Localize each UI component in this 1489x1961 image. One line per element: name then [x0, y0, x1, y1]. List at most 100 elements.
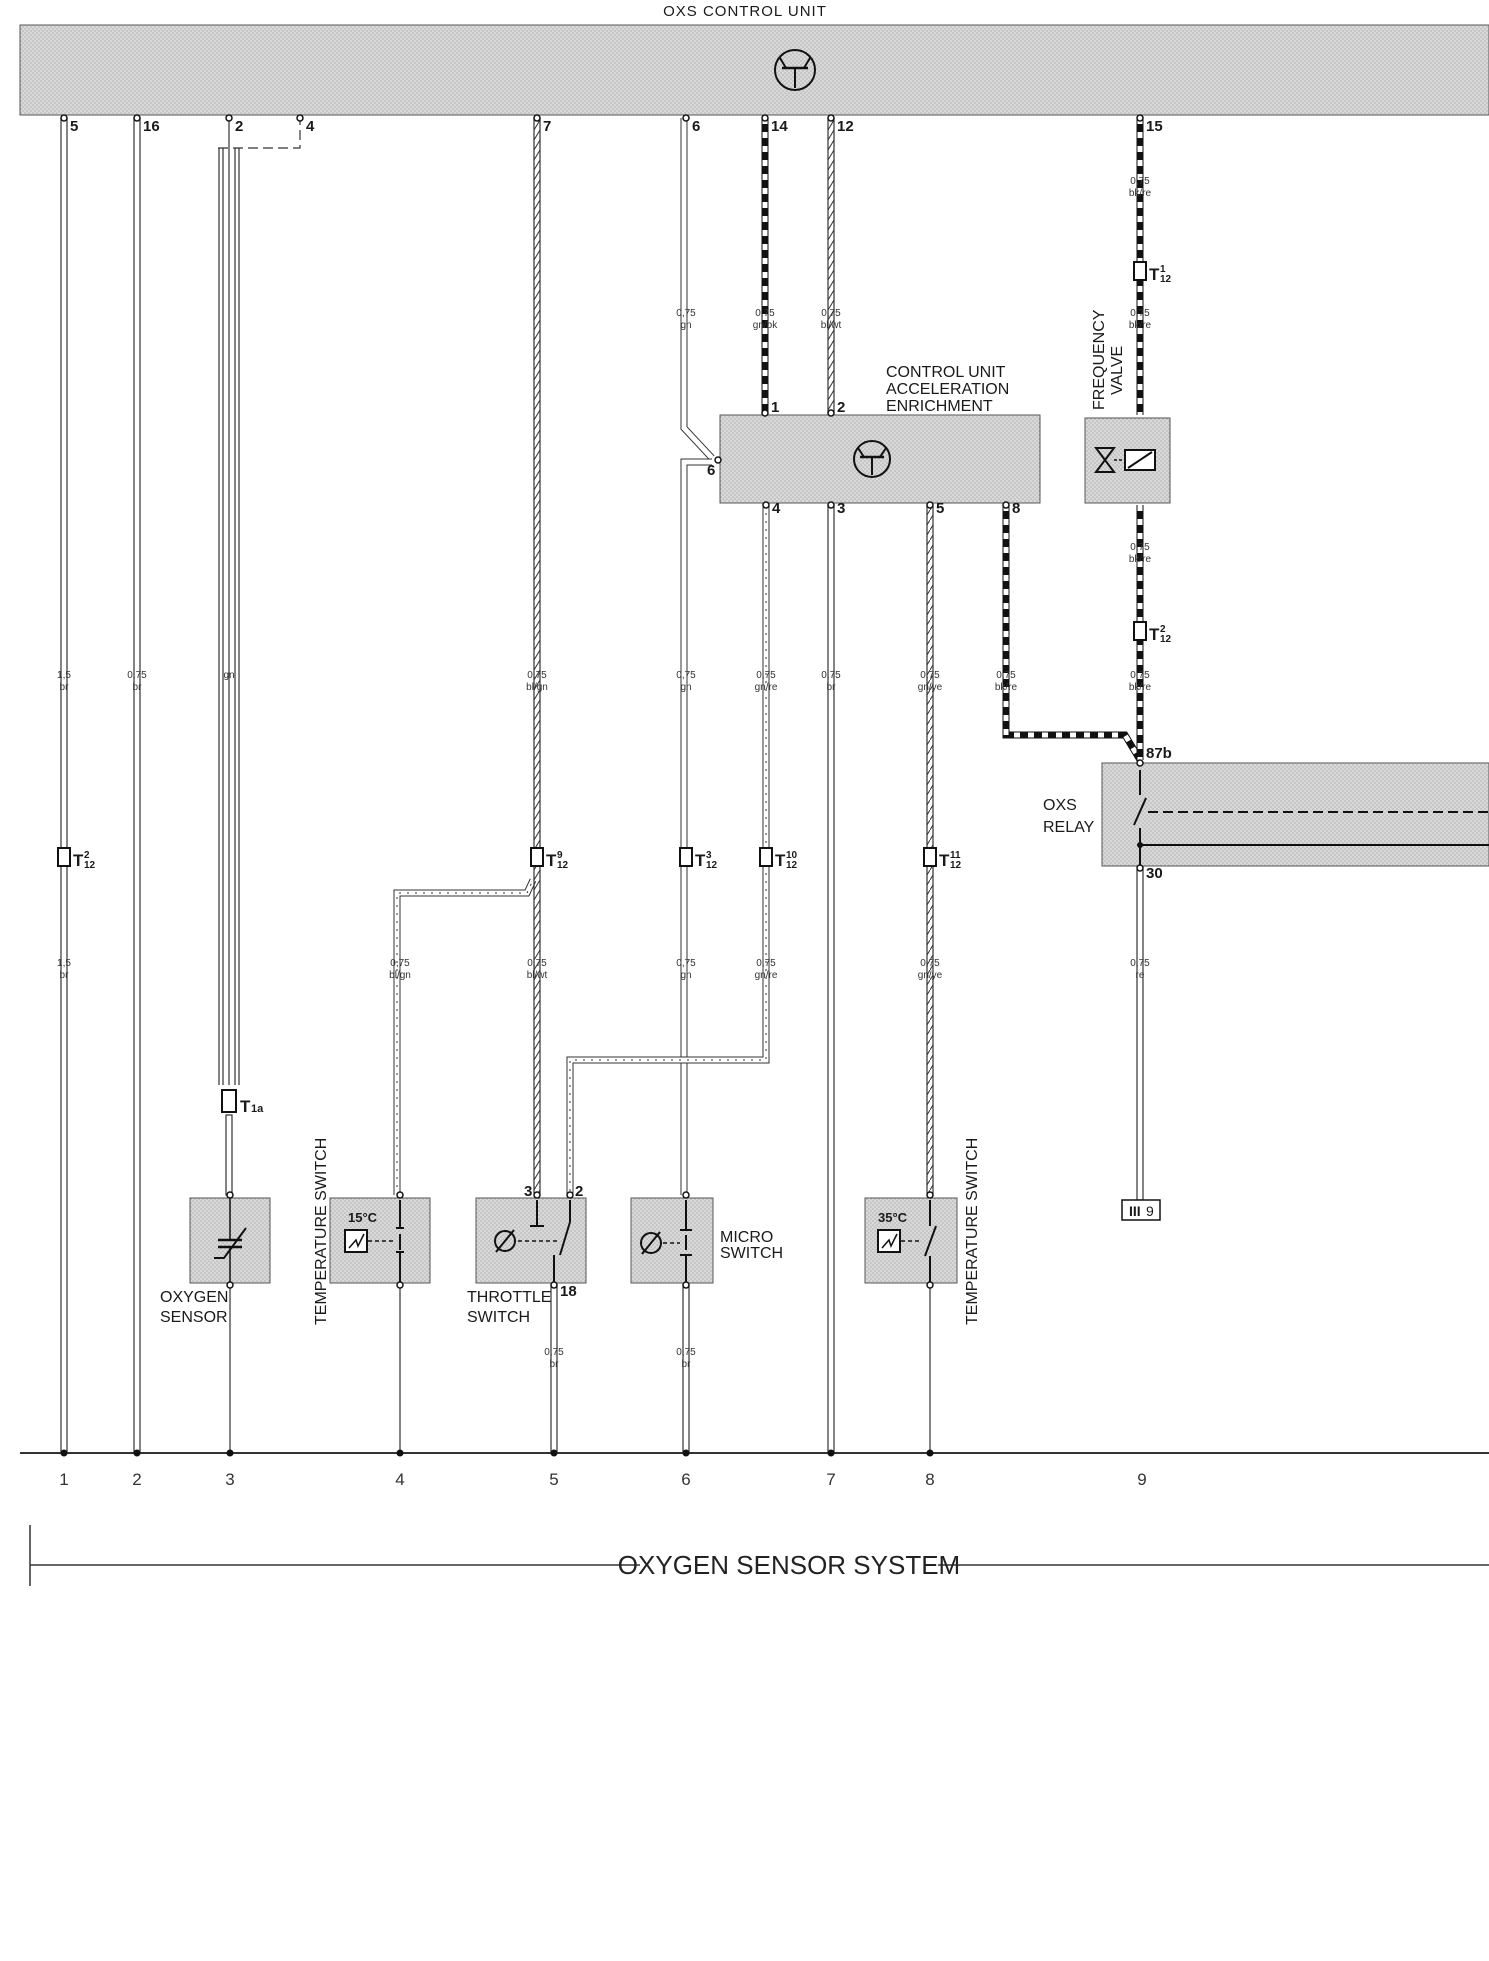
svg-text:T: T: [546, 851, 557, 870]
column-number: 1: [59, 1470, 68, 1489]
oxs-pin-15: 15: [1146, 118, 1163, 135]
oxs-relay-box: [1101, 762, 1489, 867]
column-number: 9: [1137, 1470, 1146, 1489]
wire-label: 0,75: [821, 670, 841, 681]
oxs-pins: 5 16 2 4 7 6 14 12 15: [60, 114, 1163, 135]
thermostat-icon: [877, 1200, 937, 1283]
accel-unit-label-2: ACCELERATION: [886, 381, 1009, 398]
throttle-pin-3: 3: [524, 1183, 532, 1200]
thermostat-icon: [344, 1200, 404, 1283]
wire-label: 0,75: [127, 670, 147, 681]
column-number: 4: [395, 1470, 404, 1489]
accel-pin-4: 4: [772, 500, 781, 517]
column-number: 7: [826, 1470, 835, 1489]
oxs-pin-16: 16: [143, 118, 160, 135]
micro-switch-label-1: MICRO: [720, 1229, 773, 1246]
wire-label: br: [133, 682, 143, 693]
wire-label: bk/re: [1129, 320, 1152, 331]
wire-label: gn/bk: [753, 320, 778, 331]
throttle-pin-2: 2: [575, 1183, 583, 1200]
throttle-switch-label-1: THROTTLE: [467, 1289, 551, 1306]
oxs-pin-4: 4: [306, 118, 315, 135]
wire-label: 0,75: [756, 958, 776, 969]
oxs-pin-14: 14: [771, 118, 788, 135]
throttle-pin-18: 18: [560, 1283, 577, 1300]
wire-label: br: [550, 1359, 560, 1370]
oxs-pin-6: 6: [692, 118, 700, 135]
oxs-control-unit-title: OXS CONTROL UNIT: [663, 3, 827, 20]
svg-text:T: T: [73, 851, 84, 870]
svg-text:12: 12: [557, 860, 569, 871]
connector-t12-1: T 1 12: [1133, 261, 1172, 285]
accel-pin-1: 1: [771, 399, 779, 416]
column-number: 6: [681, 1470, 690, 1489]
wire-label: 0,75: [1130, 670, 1150, 681]
svg-text:T: T: [939, 851, 950, 870]
wire-accel-8: [1002, 505, 1144, 762]
transistor-icon: [774, 49, 816, 91]
wire-label: bl/wt: [821, 320, 842, 331]
wire-label: 1,5: [57, 670, 71, 681]
valve-icon: [1094, 447, 1156, 473]
wire-label: bl/wt: [527, 970, 548, 981]
wire-label: 0,75: [676, 308, 696, 319]
svg-text:12: 12: [1160, 634, 1172, 645]
oxs-pin-5: 5: [70, 118, 78, 135]
svg-text:9: 9: [1146, 1203, 1154, 1219]
wire-label: 0,75: [920, 958, 940, 969]
svg-text:2: 2: [84, 850, 90, 861]
throttle-switch-label-2: SWITCH: [467, 1309, 530, 1326]
wire-label: 0,75: [1130, 176, 1150, 187]
wire-label: gn/re: [755, 682, 778, 693]
column-number: 3: [225, 1470, 234, 1489]
oxs-relay-label-1: OXS: [1043, 797, 1077, 814]
oxs-pin-2: 2: [235, 118, 243, 135]
sensor-resistor-icon: [214, 1198, 247, 1283]
wire-column-1: [60, 117, 68, 1454]
wire-label: 0,75: [756, 670, 776, 681]
wire-column-7: [827, 504, 835, 1454]
accel-unit-label-1: CONTROL UNIT: [886, 364, 1006, 381]
wire-label: 0,75: [527, 958, 547, 969]
oxs-pin-7: 7: [543, 118, 551, 135]
micro-switch-label-2: SWITCH: [720, 1245, 783, 1262]
svg-text:1a: 1a: [251, 1103, 264, 1115]
wire-label: 0,75: [1130, 308, 1150, 319]
svg-text:T: T: [1149, 625, 1160, 644]
connector-t12-9: T 9 12: [530, 847, 569, 871]
wire-label: 0,75: [676, 958, 696, 969]
wire-label: 0,75: [390, 958, 410, 969]
svg-text:1: 1: [1160, 264, 1166, 275]
relay-pin-30: 30: [1146, 865, 1163, 882]
wire-label: 0,75: [676, 670, 696, 681]
wire-label: 1,5: [57, 958, 71, 969]
wire-label: re: [1136, 970, 1145, 981]
connector-t12-2: T 2 12: [57, 847, 96, 871]
footer-title-bar: [29, 1525, 1489, 1586]
svg-text:12: 12: [706, 860, 718, 871]
svg-text:2: 2: [1160, 624, 1166, 635]
wire-oxygen-shielded: [218, 118, 301, 1453]
wire-label: 0,75: [755, 308, 775, 319]
accel-unit-box: [719, 414, 1041, 504]
wire-label: bk/re: [1129, 554, 1152, 565]
wire-accel-4: [566, 505, 770, 1195]
accel-pin-2: 2: [837, 399, 845, 416]
temp-switch-right-label: TEMPERATURE SWITCH: [964, 1138, 981, 1325]
wire-label: 0,75: [821, 308, 841, 319]
column-number: 8: [925, 1470, 934, 1489]
wire-label: bl/gn: [526, 682, 548, 693]
wire-label: br: [60, 682, 70, 693]
throttle-icon: [494, 1200, 571, 1283]
svg-text:12: 12: [950, 860, 962, 871]
wire-label: gn/re: [755, 970, 778, 981]
column-number: 5: [549, 1470, 558, 1489]
frequency-valve-label-1: FREQUENCY: [1091, 309, 1108, 410]
temp-switch-left-temp: 15°C: [348, 1210, 378, 1225]
svg-text:12: 12: [786, 860, 798, 871]
wire-label: gn/ye: [918, 970, 943, 981]
accel-unit-label-3: ENRICHMENT: [886, 398, 993, 415]
svg-text:12: 12: [1160, 274, 1172, 285]
svg-text:3: 3: [706, 850, 712, 861]
